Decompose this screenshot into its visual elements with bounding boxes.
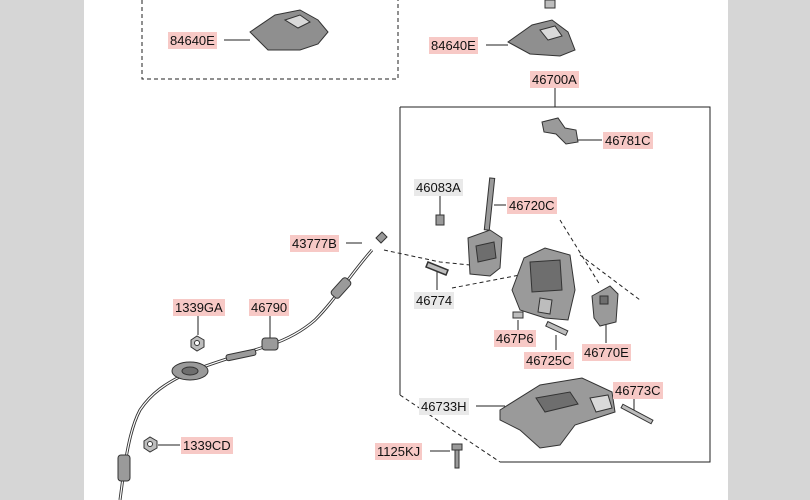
label-46725c: 46725C — [524, 352, 574, 369]
rod-46773c — [620, 403, 654, 425]
label-46083a: 46083A — [414, 179, 463, 196]
label-84640e-left: 84640E — [168, 32, 217, 49]
label-46774: 46774 — [414, 292, 455, 309]
base-plate — [499, 377, 616, 449]
bracket-46781c — [541, 117, 579, 145]
label-467p6: 467P6 — [494, 330, 536, 347]
label-1339ga: 1339GA — [173, 299, 225, 316]
clip-46083a — [435, 214, 445, 226]
label-46781c: 46781C — [603, 132, 653, 149]
label-43777b: 43777B — [290, 235, 339, 252]
label-84640e-right: 84640E — [429, 37, 478, 54]
bolt — [451, 443, 463, 469]
pin-46774 — [425, 261, 449, 276]
label-1125kj: 1125KJ — [375, 443, 423, 460]
label-46700a: 46700A — [530, 71, 579, 88]
label-46790: 46790 — [249, 299, 290, 316]
label-46733h: 46733H — [419, 398, 469, 415]
pins — [512, 311, 569, 337]
label-46720c: 46720C — [507, 197, 557, 214]
label-1339cd: 1339CD — [181, 437, 233, 454]
bracket-46770e — [591, 285, 619, 327]
label-46773c: 46773C — [613, 382, 663, 399]
shifter-housing — [511, 247, 576, 321]
shift-lever — [467, 177, 503, 277]
nuts — [143, 335, 205, 453]
cable-fittings — [117, 231, 388, 482]
cover-parts — [249, 0, 576, 57]
diagram-sheet — [84, 0, 728, 500]
label-46770e: 46770E — [582, 344, 631, 361]
optional-variant-box — [141, 0, 399, 80]
